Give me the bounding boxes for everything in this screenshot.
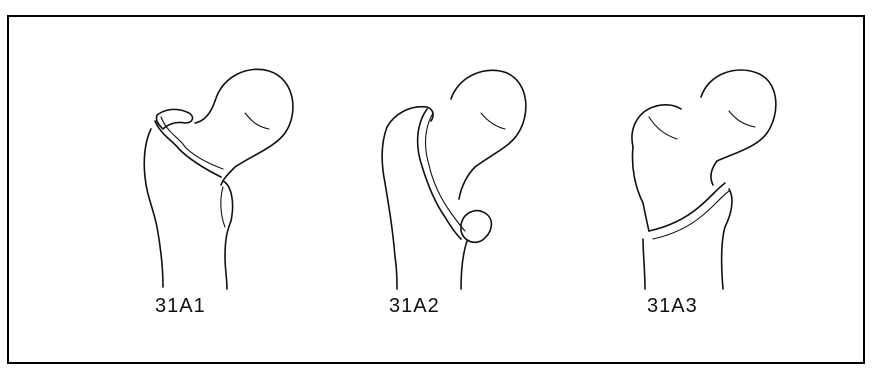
medial-cortex xyxy=(722,189,732,289)
figure-frame: 31A1 31A2 xyxy=(7,15,865,364)
panel-31a1: 31A1 xyxy=(119,17,379,366)
femur-31a2-drawing xyxy=(371,17,631,317)
panel-31a2: 31A2 xyxy=(371,17,631,366)
femoral-head xyxy=(701,70,776,161)
femoral-head xyxy=(215,69,293,185)
proximal-lateral-cortex xyxy=(632,147,649,231)
medial-cortex xyxy=(461,241,467,289)
neck-upper xyxy=(195,101,215,123)
fracture-line-inner xyxy=(426,113,465,231)
neck-inferior xyxy=(459,167,475,199)
femur-31a3-drawing xyxy=(613,17,873,317)
fracture-line xyxy=(418,109,461,239)
fracture-line xyxy=(649,183,725,231)
femur-31a1-drawing xyxy=(119,17,379,317)
head-contour xyxy=(729,111,755,127)
panel-31a3: 31A3 xyxy=(613,17,873,366)
lesser-trochanter-fragment xyxy=(461,211,491,243)
panel-label-31a3: 31A3 xyxy=(647,295,877,318)
trochanter-detail xyxy=(649,117,677,139)
lateral-cortex xyxy=(144,129,163,287)
lateral-cortex xyxy=(643,239,645,289)
femoral-head xyxy=(451,70,526,167)
neck-inferior xyxy=(711,161,717,185)
head-contour xyxy=(481,113,505,129)
fracture-line-inner xyxy=(653,191,729,239)
lesser-trochanter xyxy=(221,187,225,227)
head-contour xyxy=(245,113,269,129)
fracture-line xyxy=(155,121,221,177)
panel-label-31a2: 31A2 xyxy=(389,295,649,318)
medial-cortex xyxy=(223,181,233,289)
lateral-cortex xyxy=(382,127,397,289)
